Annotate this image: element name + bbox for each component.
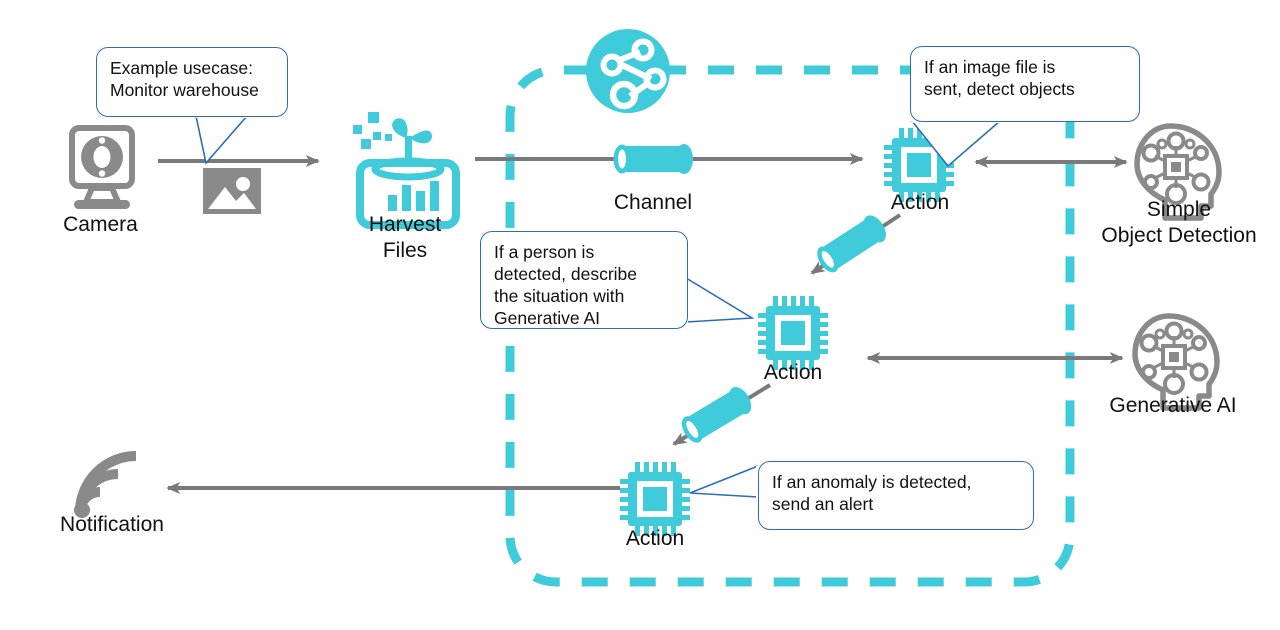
channel-pipe-icon-2 xyxy=(817,215,886,273)
callout-image-detect-objects: If an image file is sent, detect objects xyxy=(910,46,1140,122)
callout-tail-anomaly xyxy=(689,465,764,500)
arrow-action2-to-action3 xyxy=(672,383,772,446)
node-label-harvest: Harvest Files xyxy=(368,213,442,262)
node-label-channel: Channel xyxy=(613,191,693,214)
node-label-generative-ai: Generative AI xyxy=(1109,394,1237,417)
broadcast-signal-icon xyxy=(74,451,137,518)
node-label-camera: Camera xyxy=(63,213,138,236)
callout-anomaly-alert: If an anomaly is detected, send an alert xyxy=(758,461,1034,530)
chip-icon-action2 xyxy=(758,296,828,370)
channel-pipe-icon-3 xyxy=(681,386,752,443)
share-network-icon xyxy=(586,29,670,113)
callout-usecase: Example usecase: Monitor warehouse xyxy=(96,47,288,117)
arrow-action1-to-action2 xyxy=(810,213,902,275)
callout-tail-image xyxy=(911,117,1004,168)
node-label-notification: Notification xyxy=(60,513,164,536)
callout-tail-usecase xyxy=(195,112,248,165)
harvest-files-icon xyxy=(353,112,460,229)
image-file-icon xyxy=(203,168,261,214)
callout-person-generative-ai: If a person is detected, describe the si… xyxy=(480,231,688,329)
chip-icon-action3 xyxy=(620,462,690,536)
node-label-action1: Action xyxy=(890,191,950,214)
node-label-action3: Action xyxy=(625,527,685,550)
callout-tail-person xyxy=(680,277,755,324)
camera-icon xyxy=(69,125,135,209)
node-label-action2: Action xyxy=(763,361,823,384)
node-label-object-detection: Simple Object Detection xyxy=(1101,198,1257,247)
channel-pipe-icon xyxy=(613,144,693,174)
